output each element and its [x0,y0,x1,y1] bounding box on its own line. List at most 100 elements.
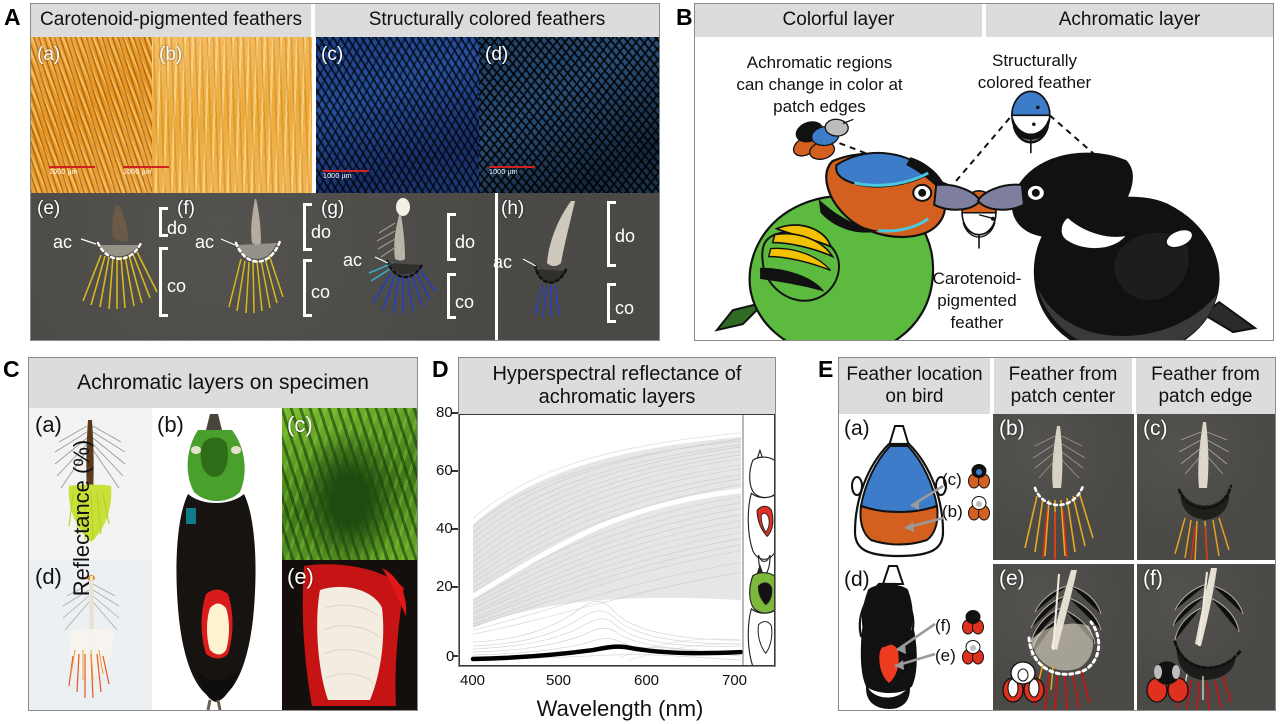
feather-label-h: (h) [501,198,525,219]
xtick-500: 500 [546,672,572,689]
specimen-label-d: (d) [35,564,62,589]
bracket-co-h [607,283,616,323]
annot-ac-g: ac [343,250,363,270]
scalebar-c-text: 1000 µm [323,173,352,180]
scalebar-b: 1000 µm [123,166,169,176]
photo-b-art [1024,426,1094,560]
ytick-80: 80 [436,404,453,421]
panel-e-header-edge: Feather from patch edge [1135,358,1275,414]
panel-c-header: Achromatic layers on specimen [29,358,417,408]
annot-bottom-l2: pigmented [937,290,1017,310]
chart-xlabel: Wavelength (nm) [536,696,704,721]
scalebar-c: 1000 µm [323,170,369,180]
bracket-do-f [303,203,312,251]
annot-ac-e: ac [53,232,73,252]
micrograph-c [316,37,479,193]
annot-co-e: co [167,276,187,296]
photo-label-e: (e) [999,567,1025,590]
specimen-photo-d [29,560,152,710]
chart-ylabel: Reflectance (%) [69,439,94,597]
specimen-label-c: (c) [287,412,313,437]
panel-b: Colorful layer Achromatic layer [694,3,1274,341]
diagram-d-art [858,565,936,710]
header-location-l1: Feather location [846,364,983,386]
panel-e-header-center: Feather from patch center [993,358,1132,414]
ytick-60: 60 [436,462,453,479]
panel-e-body: (a) (c) (b) [839,414,1275,710]
callout-b-label: (b) [942,502,963,521]
annot-ac-f: ac [195,232,215,252]
panel-b-annot-bottom: Carotenoid- pigmented feather [907,268,1047,333]
inset-bird-black-patch [747,564,775,666]
bracket-do-e [159,207,168,237]
annot-ac-h: ac [493,252,513,272]
photo-col-separator [1134,414,1137,710]
icon-feather-cluster-black [962,610,984,635]
annot-do-f: do [311,222,332,242]
scalebar-a: 1000 µm [49,166,95,176]
panel-e-header-location: Feather location on bird [839,358,990,414]
specimen-photo-c [282,408,417,560]
annot-top-l2: colored feather [977,72,1092,92]
scalebar-d: 1000 µm [489,166,535,176]
ytickmark-60 [452,470,458,472]
ytickmark-0 [452,655,458,657]
annot-bottom-l1: Carotenoid- [932,269,1022,288]
photo-label-f: (f) [1143,567,1163,590]
diagram-a-label: (a) [844,417,870,440]
specimen-d-art [62,575,120,699]
header-edge-l2: patch edge [1158,385,1253,407]
specimen-a-art [54,420,126,542]
panel-letter-c: C [3,356,20,382]
panel-a-headers: Carotenoid-pigmented feathers Structural… [31,4,659,37]
header-edge-l1: Feather from [1151,364,1260,386]
panel-b-diagram [714,90,1258,340]
feather-plate-divider [495,193,498,340]
annot-top-l1: Structurally [991,51,1078,70]
annot-co-f: co [311,282,331,302]
icon-feather-cluster-e [1002,661,1045,703]
ytickmark-80 [452,412,458,414]
panel-b-header-achromatic: Achromatic layer [986,4,1273,37]
feather-label-e: (e) [37,198,61,219]
icon-feather-cluster-white [968,496,990,521]
panel-a-feather-plate: (e) (f) (g) (h) ac ac ac ac do co do co … [31,193,659,340]
chart-plot-area [459,414,775,666]
bracket-do-h [607,201,616,267]
icon-feather-cluster-blue [968,464,990,489]
icon-feather-cluster-white-red [962,640,984,665]
photo-label-b: (b) [999,417,1025,440]
feather-illustrations [80,198,575,318]
annot-bottom-l3: feather [950,312,1004,332]
photo-b [993,414,1134,560]
panel-e-headers: Feather location on bird Feather from pa… [839,358,1275,414]
specimen-photo-e [282,560,417,710]
annot-do-h: do [615,226,636,246]
panel-b-annot-left: Achromatic regions can change in color a… [717,52,922,117]
panel-letter-b: B [676,4,693,30]
xtick-600: 600 [634,672,660,689]
photo-c-art [1174,422,1233,560]
photo-label-c: (c) [1143,417,1168,440]
diagram-d-label: (d) [844,568,870,591]
annot-do-g: do [455,232,476,252]
bracket-do-g [447,213,456,261]
photo-f-art [1172,568,1244,710]
ytick-20: 20 [436,578,453,595]
diagram-a: (a) (c) (b) [839,414,993,562]
specimen-label-a: (a) [35,412,62,437]
panel-d-title: Hyperspectral reflectance of achromatic … [459,358,775,414]
panel-d-title-line1: Hyperspectral reflectance of [492,363,742,386]
icon-feather-cluster-f [1146,661,1189,703]
specimen-label-b: (b) [157,412,184,437]
ytickmark-20 [452,586,458,588]
photo-f [1137,564,1275,710]
diagram-d: (d) (f) (e) [839,562,993,710]
header-center-l2: patch center [1010,385,1116,407]
annot-left-l1: Achromatic regions [746,53,893,72]
specimen-label-e: (e) [287,564,314,589]
micrograph-label-d: (d) [485,44,509,65]
diagram-a-art [851,425,947,558]
panel-d: Hyperspectral reflectance of achromatic … [458,357,776,667]
